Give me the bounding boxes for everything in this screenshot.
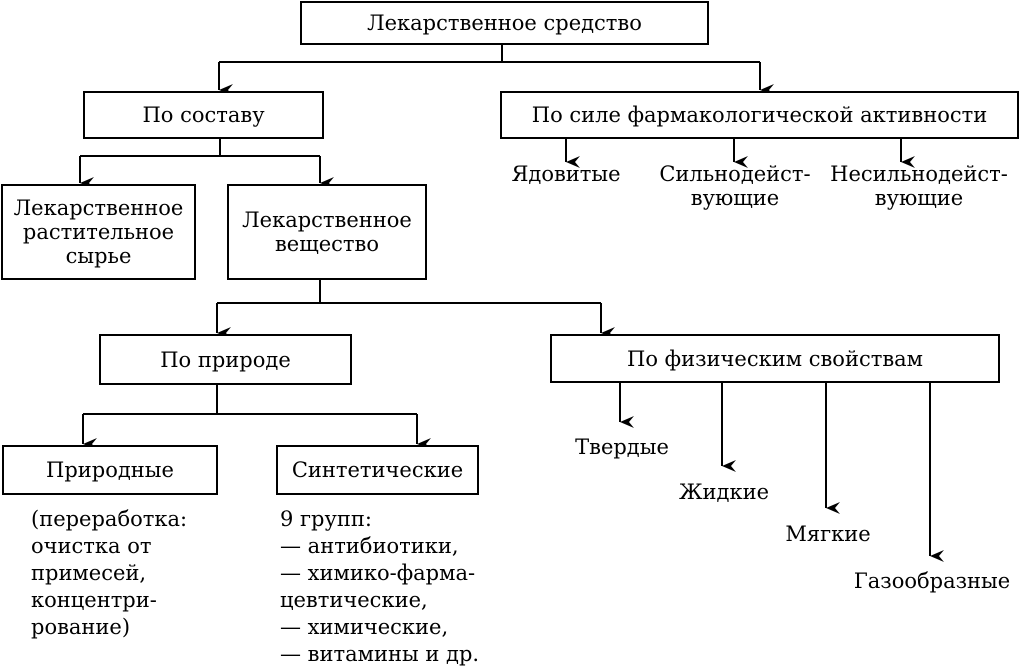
physical-gaseous: Газообразные [853,569,1011,593]
activity-poisonous: Ядовитые [511,162,621,186]
raw-material-box: Лекарственное растительное сырье [1,184,196,280]
physical-liquid: Жидкие [678,480,770,504]
physical-box: По физическим свойствам [550,334,1000,383]
physical-solid: Твердые [575,435,669,459]
root-box: Лекарственное средство [300,1,709,45]
substance-box: Лекарственное вещество [227,184,427,280]
nature-box: По природе [99,334,352,385]
synthetic-note: 9 групп: — антибиотики, — химико-фарма- … [280,507,480,666]
activity-potent: Сильнодейст- вующие [659,162,811,210]
synthetic-box: Синтетические [276,445,479,495]
activity-box: По силе фармакологической активности [500,91,1019,139]
composition-box: По составу [83,91,324,139]
natural-note: (переработка: очистка от примесей, конце… [31,507,188,639]
natural-box: Природные [2,445,218,495]
physical-soft: Мягкие [785,522,871,546]
activity-nonpotent: Несильнодейст- вующие [830,162,1008,210]
